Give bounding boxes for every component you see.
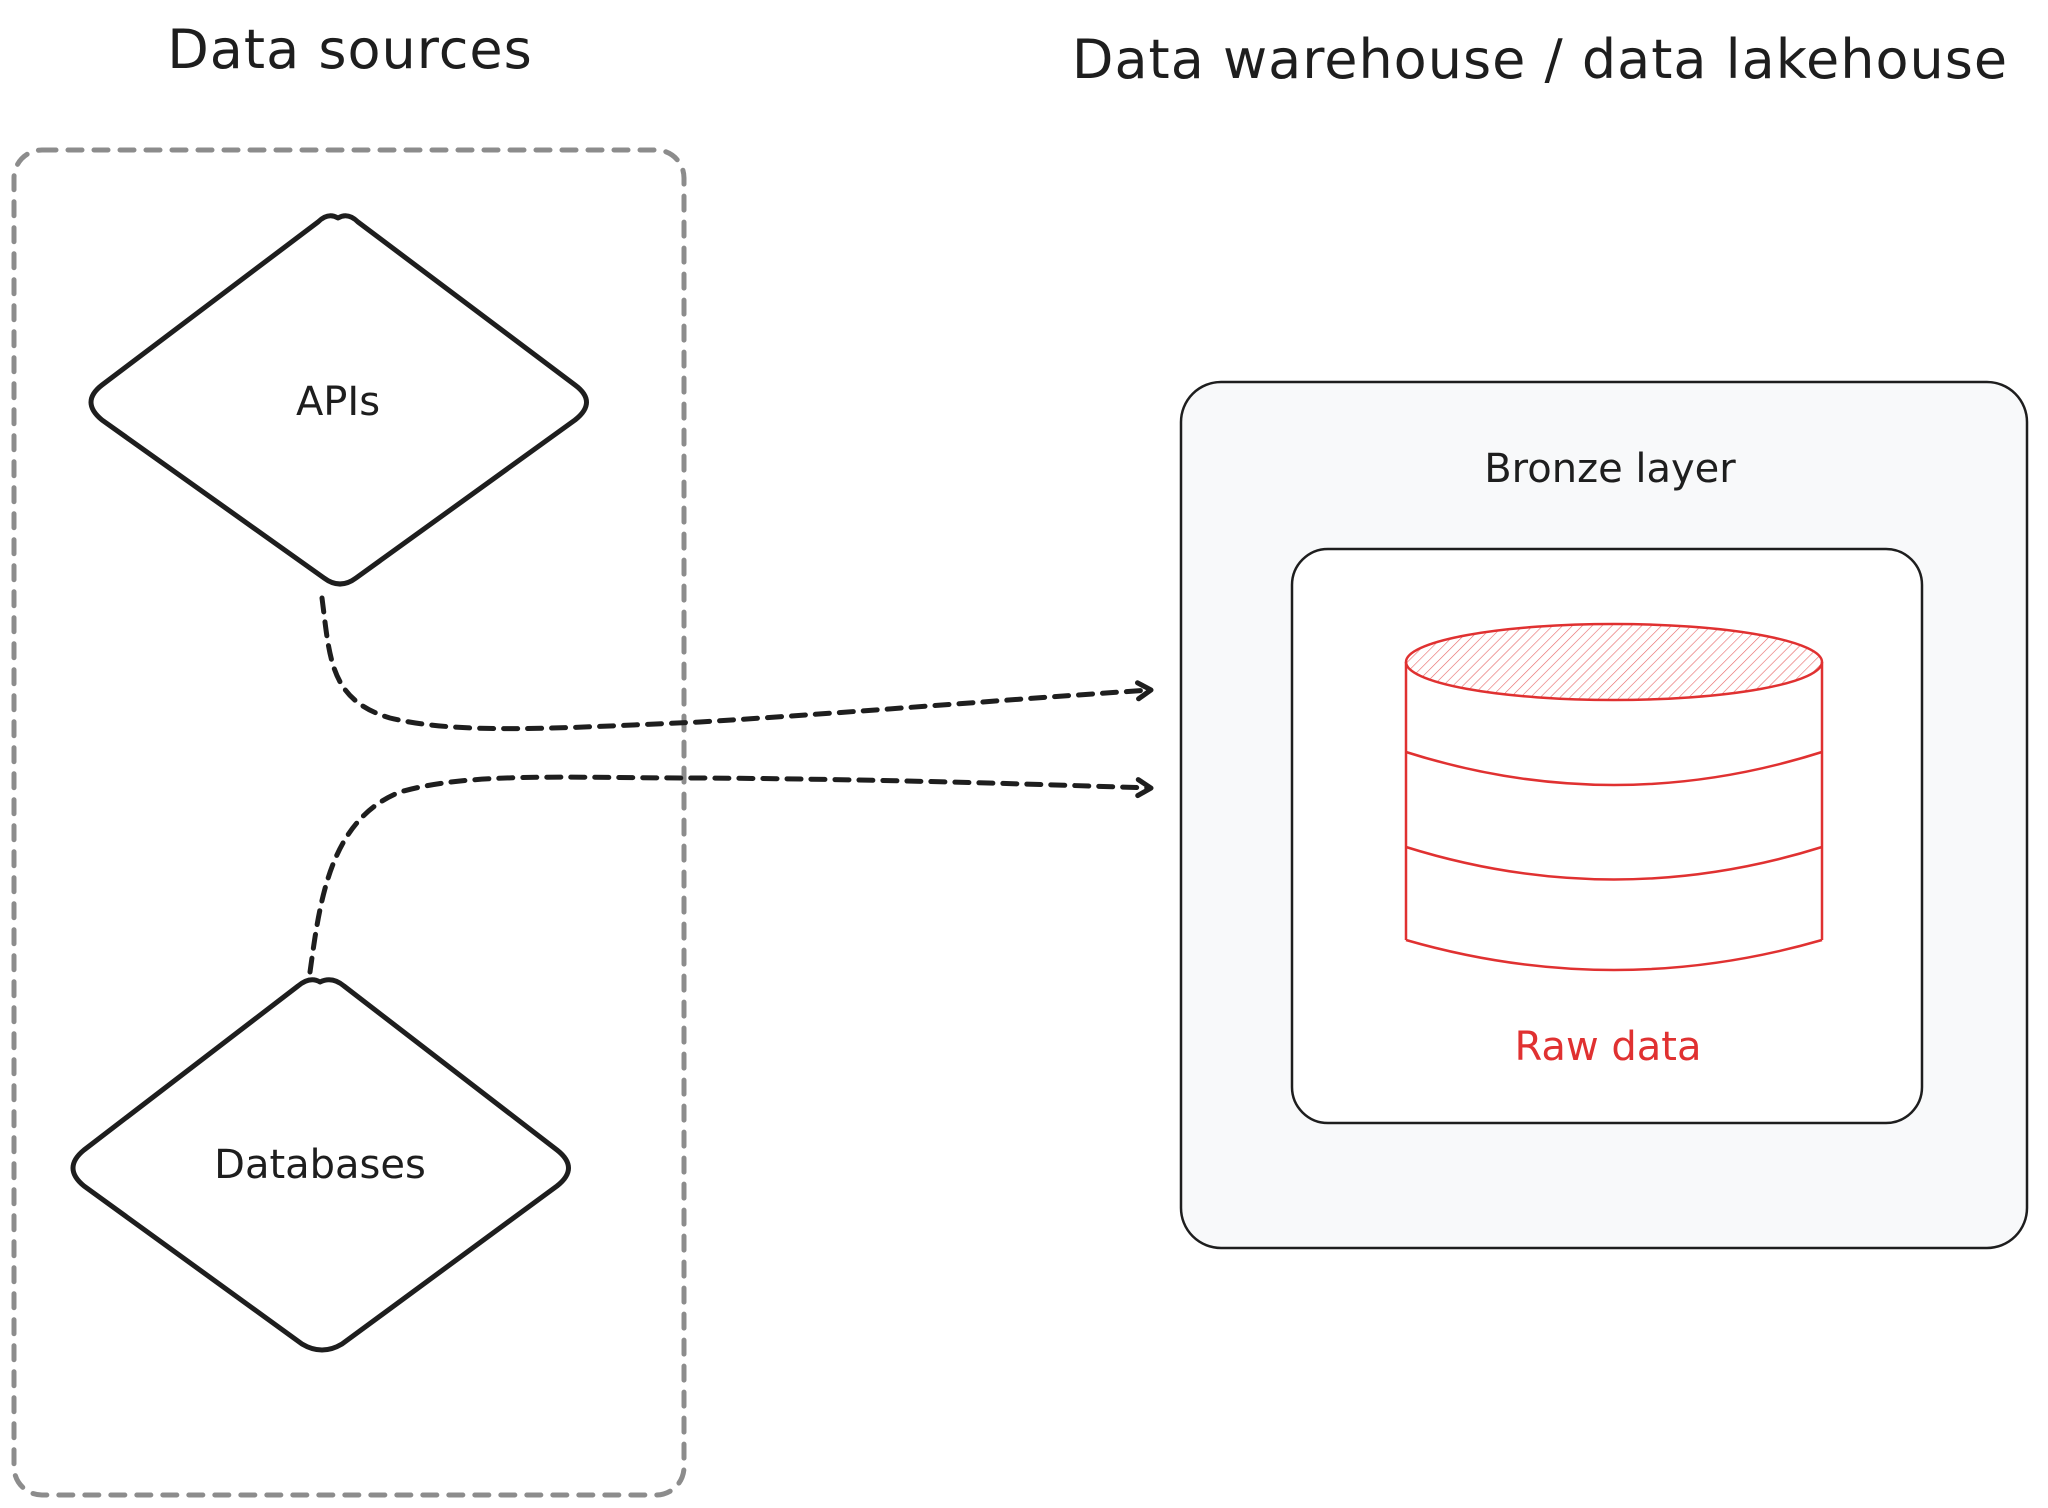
source-node-apis[interactable]: APIs: [88, 213, 589, 587]
bronze-layer-label: Bronze layer: [1484, 446, 1736, 492]
raw-data-container[interactable]: [1290, 547, 1924, 1125]
cylinder-band-1: [1405, 750, 1823, 787]
diamond-shape: [88, 213, 589, 587]
title-data-warehouse: Data warehouse / data lakehouse: [1072, 28, 2008, 91]
data-sources-container: [11, 147, 687, 1498]
title-data-sources: Data sources: [167, 18, 533, 81]
source-label-apis: APIs: [296, 379, 380, 425]
source-label-databases: Databases: [214, 1142, 426, 1188]
edge-databases-to-bronze: [307, 774, 1154, 975]
edge-apis-to-bronze: [319, 595, 1154, 732]
cylinder-bottom: [1405, 938, 1823, 972]
raw-data-label: Raw data: [1515, 1024, 1702, 1070]
cylinder-top: [1404, 622, 1824, 702]
database-cylinder-icon: [1404, 622, 1824, 972]
diamond-shape: [70, 977, 571, 1353]
cylinder-band-2: [1405, 845, 1823, 881]
source-node-databases[interactable]: Databases: [70, 977, 571, 1353]
